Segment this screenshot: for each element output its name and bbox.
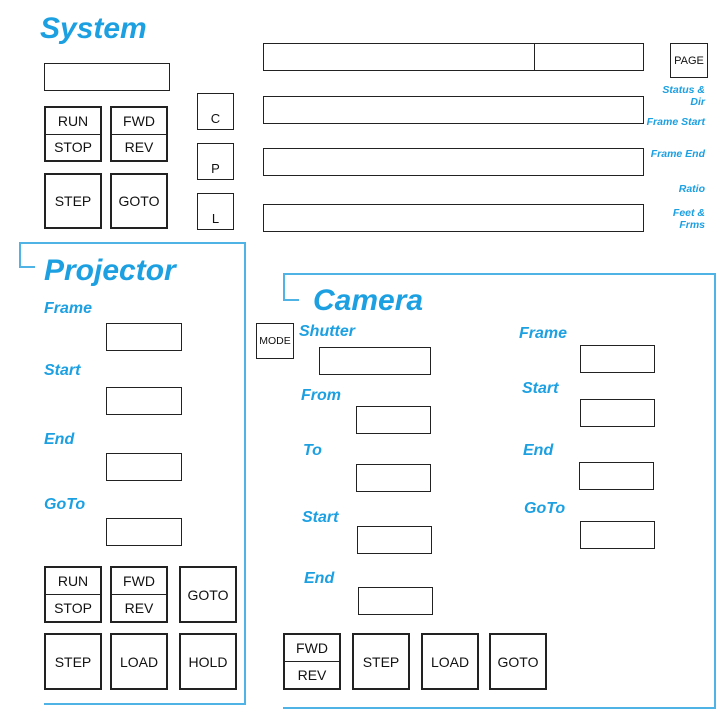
camera-start-field	[357, 526, 432, 554]
camera-frame-field	[580, 345, 655, 373]
camera-frame-left-hook	[283, 299, 299, 301]
camera-right-start-label: Start	[522, 380, 559, 397]
camera-from-field	[356, 406, 431, 434]
system-step-button[interactable]: STEP	[44, 173, 102, 229]
camera-load-button[interactable]: LOAD	[421, 633, 479, 690]
projector-frame-label: Frame	[44, 300, 93, 317]
camera-right-end-field	[579, 462, 654, 490]
camera-frame-top	[283, 273, 715, 275]
system-run-stop-button[interactable]: RUN STOP	[44, 106, 102, 162]
frame-end-label: Frame End	[650, 148, 705, 160]
frame-end-field	[263, 148, 644, 176]
c-key-button[interactable]: C	[197, 93, 234, 130]
system-display-field	[44, 63, 170, 91]
camera-goto-field	[580, 521, 655, 549]
projector-hold-button[interactable]: HOLD	[179, 633, 237, 690]
camera-frame-label: Frame	[519, 325, 568, 342]
camera-start-label: Start	[302, 509, 339, 526]
projector-end-field	[106, 453, 182, 481]
projector-frame-right	[244, 242, 246, 704]
feet-frames-field	[263, 204, 644, 232]
projector-goto-field	[106, 518, 182, 546]
camera-mode-button[interactable]: MODE	[256, 323, 294, 359]
camera-frame-bottom	[283, 707, 716, 709]
projector-step-button[interactable]: STEP	[44, 633, 102, 690]
status-dir-field	[263, 43, 644, 71]
camera-goto-button[interactable]: GOTO	[489, 633, 547, 690]
projector-start-field	[106, 387, 182, 415]
projector-end-label: End	[44, 431, 75, 448]
projector-start-label: Start	[44, 362, 81, 379]
fwd-label: FWD	[285, 635, 339, 662]
fwd-label: FWD	[112, 568, 166, 595]
projector-frame-left-hook	[19, 266, 35, 268]
camera-end-label: End	[304, 570, 335, 587]
frame-start-label: Frame Start	[646, 116, 705, 128]
projector-goto-label: GoTo	[44, 496, 86, 513]
camera-end-field	[358, 587, 433, 615]
l-key-button[interactable]: L	[197, 193, 234, 230]
camera-frame-right	[714, 273, 716, 708]
system-goto-button[interactable]: GOTO	[110, 173, 168, 229]
stop-label: STOP	[54, 600, 92, 616]
projector-run-stop-button[interactable]: RUN STOP	[44, 566, 102, 623]
projector-frame-field	[106, 323, 182, 351]
camera-title: Camera	[313, 284, 424, 317]
rev-label: REV	[297, 667, 327, 683]
camera-step-button[interactable]: STEP	[352, 633, 410, 690]
run-label: RUN	[46, 568, 100, 595]
projector-load-button[interactable]: LOAD	[110, 633, 168, 690]
camera-to-label: To	[303, 442, 322, 459]
feet-frames-label: Feet & Frms	[672, 207, 705, 231]
projector-title: Projector	[44, 254, 176, 287]
camera-right-end-label: End	[523, 442, 554, 459]
camera-goto-label: GoTo	[524, 500, 566, 517]
projector-frame-bottom	[44, 703, 246, 705]
camera-frame-left-tick	[283, 273, 285, 300]
page-button[interactable]: PAGE	[670, 43, 708, 78]
run-label: RUN	[46, 108, 100, 135]
camera-fwd-rev-button[interactable]: FWD REV	[283, 633, 341, 690]
stop-label: STOP	[54, 139, 92, 156]
projector-frame-top	[19, 242, 245, 244]
camera-shutter-field	[319, 347, 431, 375]
ratio-label: Ratio	[678, 183, 705, 195]
projector-goto-button[interactable]: GOTO	[179, 566, 237, 623]
fwd-label: FWD	[112, 108, 166, 135]
rev-label: REV	[124, 600, 154, 616]
camera-shutter-label: Shutter	[299, 323, 355, 340]
status-divider	[534, 44, 535, 70]
status-dir-label: Status & Dir	[662, 84, 705, 108]
rev-label: REV	[124, 139, 154, 156]
projector-fwd-rev-button[interactable]: FWD REV	[110, 566, 168, 623]
camera-from-label: From	[301, 387, 341, 404]
system-fwd-rev-button[interactable]: FWD REV	[110, 106, 168, 162]
camera-right-start-field	[580, 399, 655, 427]
p-key-button[interactable]: P	[197, 143, 234, 180]
projector-frame-left-tick	[19, 242, 21, 268]
camera-to-field	[356, 464, 431, 492]
system-title: System	[40, 12, 147, 45]
frame-start-field	[263, 96, 644, 124]
